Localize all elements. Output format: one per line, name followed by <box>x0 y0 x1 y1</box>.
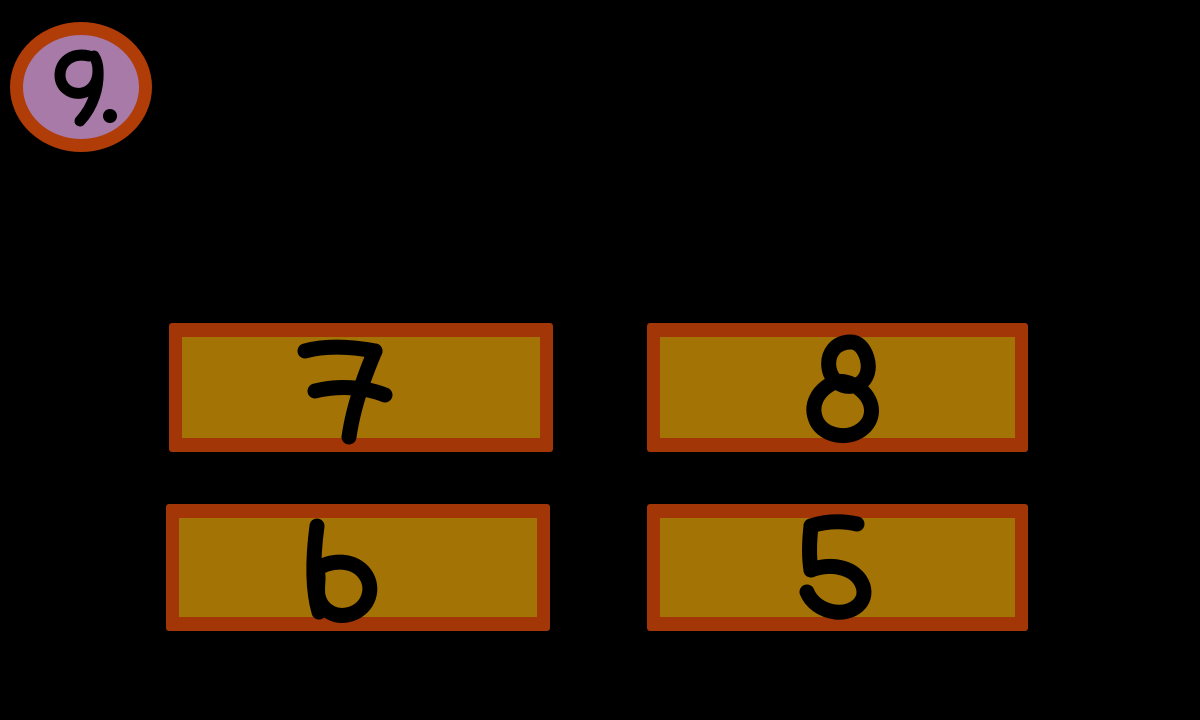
answer-tile-face: 7 <box>182 337 540 444</box>
answer-digit-5: 5 <box>660 513 1015 620</box>
answer-tile-7[interactable]: 7 <box>169 323 553 452</box>
answer-tile-face: 6 <box>179 518 537 623</box>
answer-digit-6: 6 <box>179 518 537 623</box>
answer-digit-7: 7 <box>182 337 540 444</box>
answer-digit-8: 8 <box>660 334 1015 443</box>
answer-tile-6[interactable]: 6 <box>166 504 550 631</box>
answer-tile-8[interactable]: 8 <box>647 323 1028 452</box>
answer-tile-5[interactable]: 5 <box>647 504 1028 631</box>
answer-tile-face: 8 <box>660 334 1015 443</box>
answer-tile-face: 5 <box>660 513 1015 620</box>
question-number-badge: 9. <box>10 22 152 152</box>
badge-number-glyph <box>54 49 117 127</box>
